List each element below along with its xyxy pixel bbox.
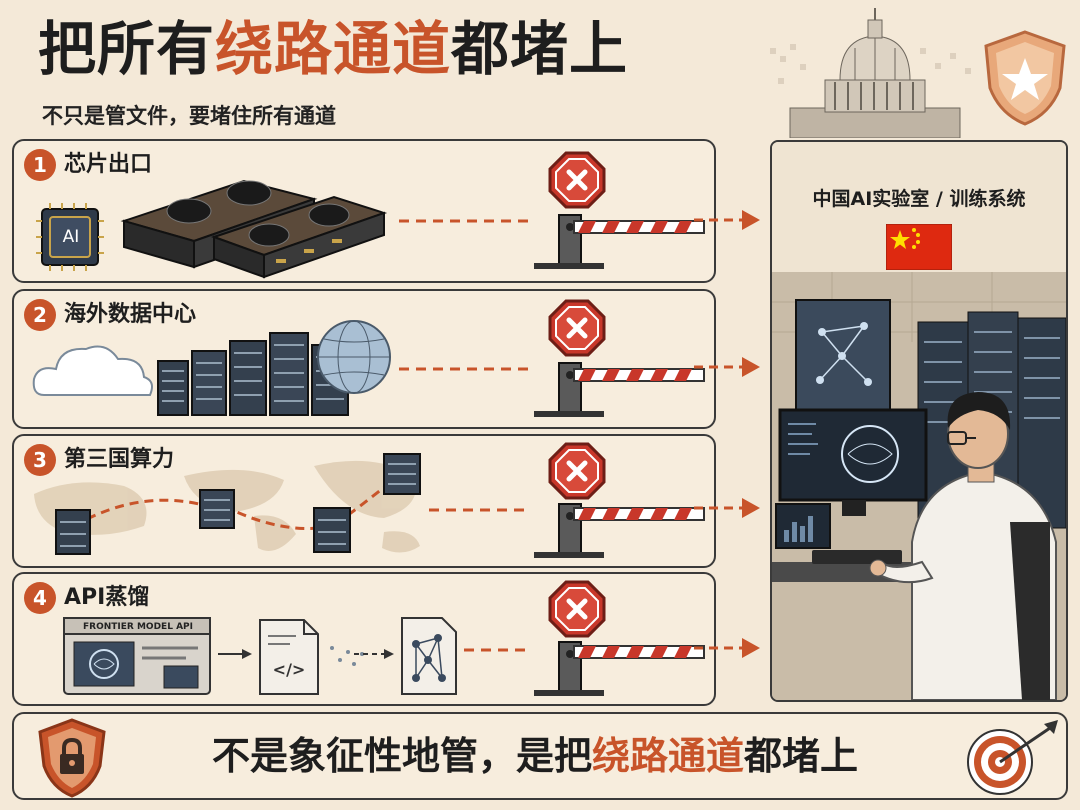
title-part1: 把所有 bbox=[38, 15, 216, 83]
api-card-icon bbox=[63, 617, 211, 695]
barrier-gate-icon bbox=[534, 503, 705, 558]
server-icon bbox=[55, 453, 421, 555]
barrier-gate-icon bbox=[534, 362, 705, 417]
capitol-icon bbox=[770, 8, 971, 138]
researcher-icon bbox=[869, 392, 1057, 700]
lock-shield-icon bbox=[38, 718, 106, 798]
barrier-gate-icon bbox=[534, 214, 705, 269]
target-icon bbox=[967, 720, 1058, 795]
china-flag-icon bbox=[886, 224, 952, 270]
page-subtitle: 不只是管文件，要堵住所有通道 bbox=[42, 104, 336, 128]
destination-title: 中国AI实验室 / 训练系统 bbox=[812, 188, 1026, 210]
stop-sign-icon bbox=[548, 442, 606, 500]
panel-art bbox=[32, 299, 705, 417]
panel-art bbox=[36, 151, 705, 279]
stop-sign-icon bbox=[548, 580, 606, 638]
channel-label: 海外数据中心 bbox=[64, 302, 197, 327]
star-shield-icon bbox=[984, 30, 1066, 126]
channel-label: 第三国算力 bbox=[64, 447, 175, 472]
channel-label: API蒸馏 bbox=[64, 585, 150, 610]
chip-label: AI bbox=[62, 227, 80, 247]
channel-number: 1 bbox=[24, 149, 56, 181]
lab-scene bbox=[772, 142, 1066, 700]
slogan-part1: 不是象征性地管，是把 bbox=[211, 734, 592, 778]
panel-art bbox=[63, 580, 705, 696]
channel-panel-api-distillation: 4 API蒸馏 FRONTIER MODEL API </> bbox=[12, 572, 716, 706]
page-title: 把所有绕路通道都堵上 bbox=[38, 14, 628, 84]
server-icon bbox=[157, 332, 349, 416]
stop-sign-icon bbox=[548, 151, 606, 209]
channel-panel-chip-export: 1 芯片出口 AI bbox=[12, 139, 716, 283]
footer-banner: 不是象征性地管，是把绕路通道都堵上 bbox=[12, 712, 1068, 800]
channel-panel-overseas-dc: 2 海外数据中心 bbox=[12, 289, 716, 429]
title-part2: 都堵上 bbox=[451, 15, 629, 83]
channel-panel-third-country: 3 第三国算力 bbox=[12, 434, 716, 568]
channel-number: 2 bbox=[24, 299, 56, 331]
channel-number: 3 bbox=[24, 444, 56, 476]
slogan-part2: 都堵上 bbox=[744, 734, 859, 778]
gpu-icon bbox=[120, 179, 388, 279]
channel-label: 芯片出口 bbox=[64, 152, 153, 177]
footer-slogan: 不是象征性地管，是把绕路通道都堵上 bbox=[154, 714, 916, 798]
code-label: </> bbox=[272, 660, 306, 679]
chip-icon bbox=[36, 203, 104, 271]
globe-icon bbox=[317, 320, 391, 394]
code-file-icon bbox=[259, 619, 319, 695]
stop-sign-icon bbox=[548, 299, 606, 357]
network-icon bbox=[401, 617, 457, 695]
arrows-to-destination bbox=[694, 210, 760, 658]
channel-number: 4 bbox=[24, 582, 56, 614]
slogan-accent: 绕路通道 bbox=[591, 734, 744, 778]
cloud-icon bbox=[32, 345, 153, 396]
title-accent: 绕路通道 bbox=[215, 15, 452, 83]
destination-panel: 中国AI实验室 / 训练系统 bbox=[770, 140, 1068, 702]
panel-art bbox=[34, 442, 705, 558]
api-card-label: FRONTIER MODEL API bbox=[83, 622, 193, 632]
barrier-gate-icon bbox=[534, 641, 705, 696]
